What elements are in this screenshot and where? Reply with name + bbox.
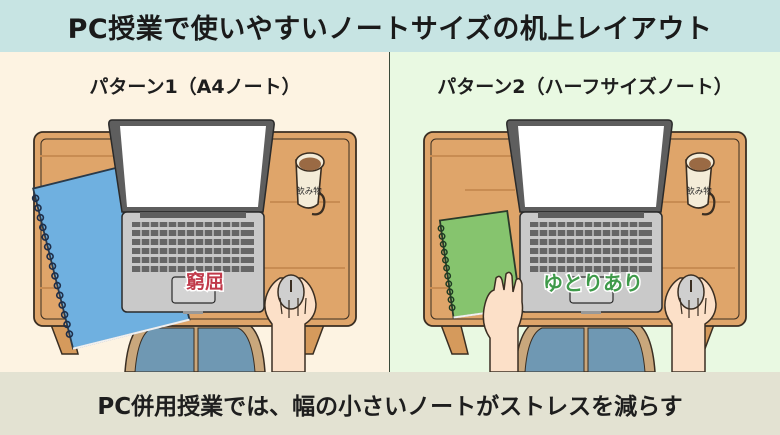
pattern-2-label: パターン2（ハーフサイズノート）: [437, 76, 733, 98]
mouse-hand-icon: [664, 274, 717, 372]
chair-icon: [514, 321, 656, 372]
chair-icon: [124, 321, 266, 372]
verdict-roomy: ゆとりあり: [543, 271, 643, 295]
summary-text: PC併用授業では、幅の小さいノートがストレスを減らす: [97, 393, 683, 420]
title-bar: PC授業で使いやすいノートサイズの机上レイアウト: [0, 0, 780, 52]
desk-scene-a4: 飲み物 窮屈: [31, 119, 357, 372]
laptop-icon: [108, 119, 275, 314]
footer-summary: PC併用授業では、幅の小さいノートがストレスを減らす: [0, 372, 780, 435]
mug-label: 飲み物: [296, 186, 322, 197]
panel-pattern-1: 飲み物 窮屈 パターン1（A4ノート）: [0, 52, 390, 372]
page-title: PC授業で使いやすいノートサイズの机上レイアウト: [67, 13, 713, 45]
mug-icon: 飲み物: [295, 152, 326, 216]
left-hand-icon: [482, 271, 524, 372]
mouse-hand-icon: [264, 274, 317, 372]
mug-icon: 飲み物: [685, 152, 716, 216]
laptop-icon: [506, 119, 673, 314]
panel-pattern-2: 飲み物 ゆとりあり パターン2（ハーフサイズノート）: [390, 52, 780, 372]
mug-label: 飲み物: [686, 186, 712, 197]
desk-scene-half: 飲み物 ゆとりあり: [423, 119, 747, 372]
verdict-cramped: 窮屈: [186, 270, 224, 293]
pattern-1-label: パターン1（A4ノート）: [89, 76, 301, 98]
